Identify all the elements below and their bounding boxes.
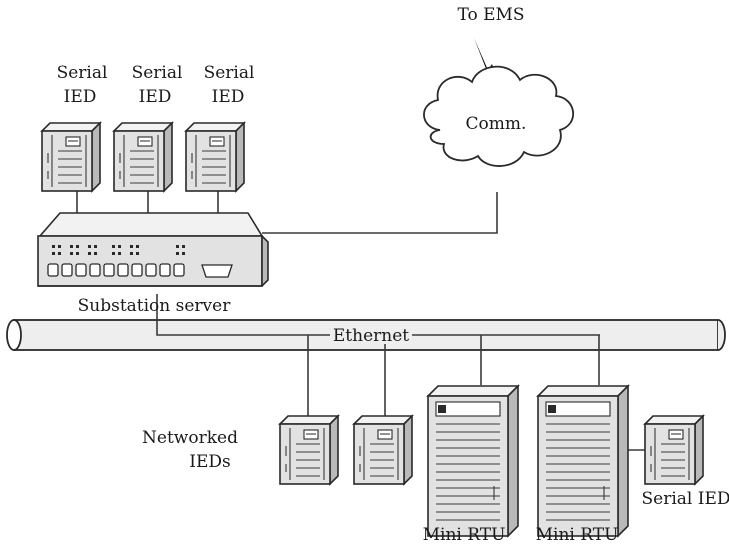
- serial-ied-3-label-line1: Serial: [204, 63, 255, 83]
- serial-ied-2-icon: [113, 122, 173, 192]
- networked-ieds-label-line2: IEDs: [189, 452, 230, 472]
- serial-ied-1-label-line2: IED: [64, 87, 97, 107]
- serial-ied-right-icon: [644, 415, 704, 485]
- comm-label: Comm.: [466, 114, 527, 134]
- mini-rtu-1-icon: [427, 385, 519, 537]
- to-ems-label: To EMS: [457, 5, 524, 25]
- serial-ied-2-label-line1: Serial: [132, 63, 183, 83]
- mini-rtu-1-label: Mini RTU: [423, 525, 506, 545]
- comm-cloud: [423, 65, 575, 167]
- networked-ieds-label-line1: Networked: [142, 428, 238, 448]
- serial-ied-right-label: Serial IED: [641, 489, 729, 509]
- serial-ied-2-label-line2: IED: [139, 87, 172, 107]
- serial-ied-3-icon: [185, 122, 245, 192]
- serial-ied-1-icon: [41, 122, 101, 192]
- networked-ied-1-icon: [279, 415, 339, 485]
- networked-ied-2-icon: [353, 415, 413, 485]
- mini-rtu-2-icon: [537, 385, 629, 537]
- mini-rtu-2-label: Mini RTU: [536, 525, 619, 545]
- ethernet-label: Ethernet: [333, 326, 409, 346]
- serial-ied-1-label-line1: Serial: [57, 63, 108, 83]
- serial-ied-3-label-line2: IED: [212, 87, 245, 107]
- connection-lines: [76, 190, 645, 451]
- substation-server-icon: [37, 212, 269, 287]
- substation-server-label: Substation server: [78, 296, 232, 316]
